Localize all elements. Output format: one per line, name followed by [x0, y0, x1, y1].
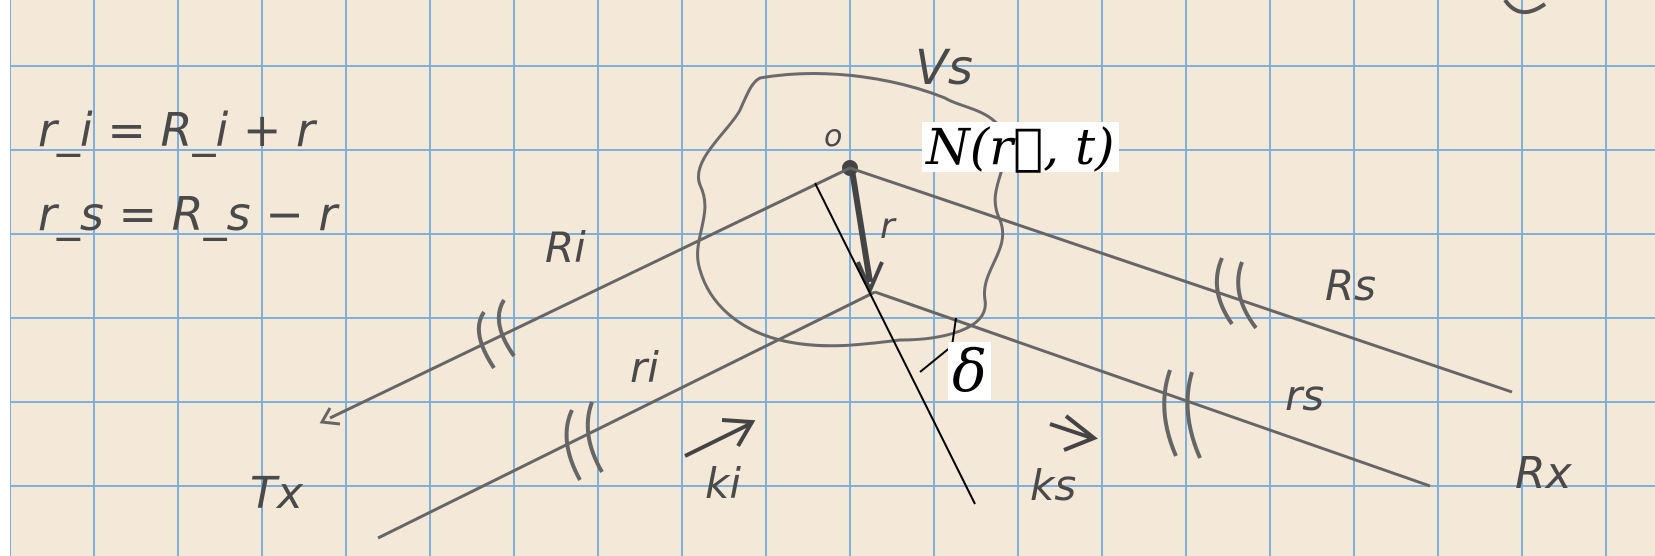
volume-label: Vs: [915, 40, 973, 96]
position-vector-arrowhead: [856, 261, 884, 296]
range-Rs-break: [1214, 257, 1258, 330]
left-margin-strip: [0, 0, 10, 556]
range-ri-break: [564, 401, 604, 481]
wavevector-ks-arrowhead: [1063, 414, 1098, 452]
wavevector-ks-arrow: [1049, 422, 1093, 440]
equation-rs: r_s = R_s − r: [38, 187, 340, 241]
transmitter-label: Tx: [250, 468, 304, 519]
range-rs-label: rs: [1285, 371, 1324, 420]
delta-label: δ: [948, 342, 991, 400]
range-rs-line: [874, 290, 1431, 488]
range-Rs-line: [849, 166, 1513, 394]
origin-label: o: [824, 119, 842, 154]
range-Ri-label: Ri: [545, 223, 586, 272]
bisector-line: [814, 182, 976, 505]
wavevector-ks-label: ks: [1030, 461, 1076, 510]
range-Ri-arrowhead: [319, 407, 341, 426]
density-label: N(r⃗, t): [922, 122, 1119, 172]
position-vector-r: [849, 169, 873, 283]
range-ri-line: [377, 290, 876, 540]
range-Ri-line: [329, 166, 851, 420]
partial-mark-top-right: [1503, 0, 1547, 14]
range-rs-break: [1162, 369, 1202, 459]
range-Rs-label: Rs: [1325, 261, 1376, 310]
range-Ri-break: [476, 298, 516, 370]
wavevector-ki-label: ki: [705, 459, 741, 508]
wavevector-ki-arrow: [684, 422, 751, 458]
scattering-volume-outline: [696, 72, 1008, 348]
range-ri-label: ri: [630, 343, 659, 392]
equation-ri: r_i = R_i + r: [38, 103, 318, 157]
wavevector-ki-arrowhead: [721, 418, 756, 448]
receiver-label: Rx: [1515, 448, 1573, 499]
position-vector-label: r: [880, 206, 897, 247]
